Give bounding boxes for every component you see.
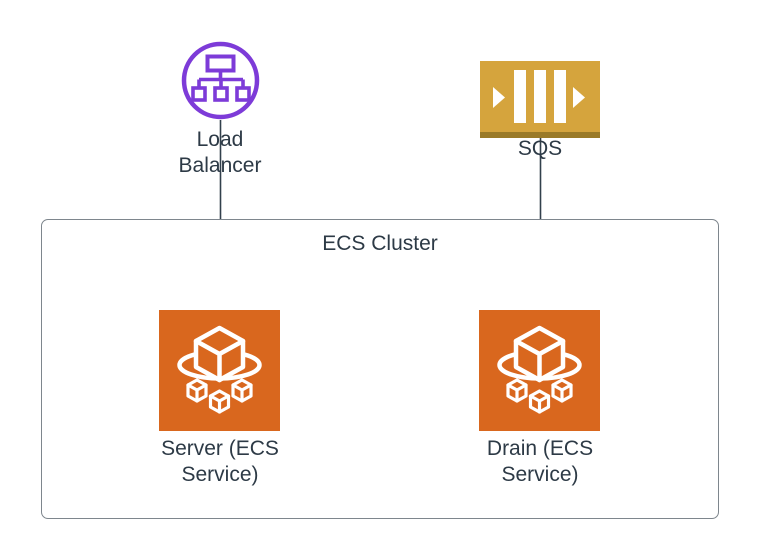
ecs-cluster-box: [41, 219, 719, 519]
load-balancer-label: Load Balancer: [178, 128, 262, 177]
sqs-node: [480, 61, 600, 138]
sqs-label: SQS: [517, 137, 563, 160]
sqs-queue-icon: [480, 61, 600, 138]
queue-out-arrow: [573, 87, 585, 108]
queue-in-arrow: [493, 87, 505, 108]
drain-ecs-service-label: Drain (ECS Service): [486, 437, 594, 486]
server-ecs-service-node: [159, 310, 280, 431]
ecs-service-icon: [159, 310, 280, 431]
server-ecs-service-label: Server (ECS Service): [161, 437, 279, 486]
ecs-service-icon: [479, 310, 600, 431]
load-balancer-node: [181, 41, 260, 120]
network-tree-icon: [191, 54, 251, 102]
drain-ecs-service-node: [479, 310, 600, 431]
ecs-cluster-label: ECS Cluster: [322, 232, 438, 255]
